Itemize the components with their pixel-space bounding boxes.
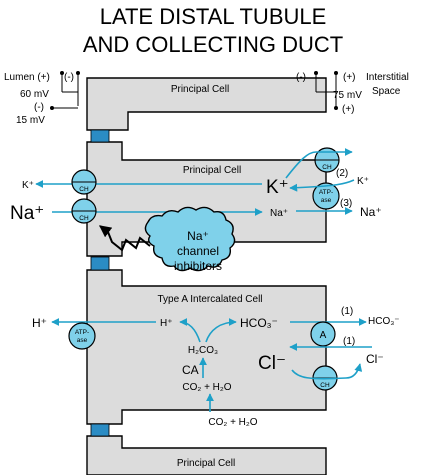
- lumen-label: Lumen (+): [4, 72, 50, 83]
- cl-cell-label: Cl⁻: [258, 353, 286, 374]
- label-3: (3): [340, 198, 352, 209]
- k-recycle-arrow: [285, 148, 353, 179]
- principal-cell-mid-label: Principal Cell: [183, 165, 241, 176]
- hco3-inter-label: HCO₃⁻: [368, 316, 400, 327]
- inhibitor-line-1: Na⁺: [187, 229, 209, 243]
- h-atpase-text-2: ase: [77, 337, 88, 344]
- inhibitor-blob: [144, 206, 236, 272]
- interstitial-plus: (+): [343, 72, 356, 83]
- principal-cell-bottom: [86, 435, 327, 475]
- principal-cell-bottom-label: Principal Cell: [177, 458, 235, 469]
- cl-hco3-exchanger: A: [310, 321, 336, 347]
- label-1b: (1): [343, 336, 355, 347]
- co2-h2o-inter-label: CO₂ + H₂O: [208, 417, 257, 428]
- principal-cell-top-label: Principal Cell: [171, 84, 229, 95]
- label-2: (2): [336, 168, 348, 179]
- h2co3-label: H₂CO₃: [188, 345, 218, 356]
- hco3-cell-label: HCO₃⁻: [240, 316, 278, 330]
- label-1a: (1): [341, 306, 353, 317]
- co2-h2o-cell-label: CO₂ + H₂O: [182, 382, 231, 393]
- lumen-60mv: 60 mV: [20, 89, 49, 100]
- na-channel: CH: [71, 198, 97, 224]
- na-k-atpase: ATP- ase: [312, 182, 340, 210]
- h-atpase: ATP- ase: [68, 322, 96, 350]
- k-lumen-label: K⁺: [22, 180, 34, 191]
- inhibitor-line-2: channel: [177, 244, 219, 258]
- h2co3-split-left: [179, 318, 201, 343]
- k-channel-ch: CH: [79, 186, 89, 193]
- na-channel-ch: CH: [79, 215, 89, 222]
- ca-label: CA: [182, 363, 199, 377]
- atpase-text-1: ATP-: [319, 189, 333, 196]
- interstitial-label-1: Interstitial: [366, 72, 409, 83]
- baso-channel-ch: CH: [322, 164, 332, 171]
- cl-channel-ch: CH: [320, 382, 330, 389]
- tight-junction-1: [90, 129, 110, 143]
- inhibition-zigzag: [99, 225, 151, 252]
- interstitial-plus-2: (+): [342, 104, 355, 115]
- k-inter-label: K⁺: [357, 176, 369, 187]
- atpase-text-2: ase: [321, 197, 332, 204]
- k-cell-label: K⁺: [266, 177, 289, 198]
- exchanger-a: A: [320, 330, 327, 341]
- k-uptake-arrow: [289, 179, 355, 192]
- inhibitor-line-3: inhibitors: [174, 259, 222, 273]
- inter-electrode-low: [334, 106, 338, 110]
- cl-exit-arrow: [291, 363, 363, 380]
- interstitial-label-2: Space: [372, 86, 401, 97]
- intercalated-cell-label: Type A Intercalated Cell: [157, 294, 262, 305]
- h-atpase-text-1: ATP-: [75, 329, 89, 336]
- interstitial-75mv: 75 mV: [333, 90, 362, 101]
- principal-cell-top: [86, 77, 327, 131]
- lumen-15mv: 15 mV: [16, 115, 45, 126]
- k-channel: CH: [71, 169, 97, 195]
- h-lumen-label: H⁺: [32, 316, 47, 330]
- h2co3-split-right: [205, 318, 237, 343]
- title-line-1: LATE DISTAL TUBULE: [100, 4, 327, 29]
- na-inter-label: Na⁺: [360, 205, 382, 219]
- lumen-minus-label: (-): [64, 72, 74, 83]
- h-cell-label: H⁺: [160, 318, 173, 329]
- title-line-2: AND COLLECTING DUCT: [83, 32, 343, 57]
- basolateral-k-channel: CH: [314, 147, 340, 173]
- tight-junction-2: [90, 256, 110, 271]
- na-cell-label: Na⁺: [270, 208, 288, 219]
- na-lumen-label: Na⁺: [10, 203, 44, 224]
- interstitial-minus: (-): [296, 72, 306, 83]
- lumen-minus-2: (-): [34, 102, 44, 113]
- cl-inter-label: Cl⁻: [366, 352, 384, 366]
- tight-junction-3: [90, 423, 110, 437]
